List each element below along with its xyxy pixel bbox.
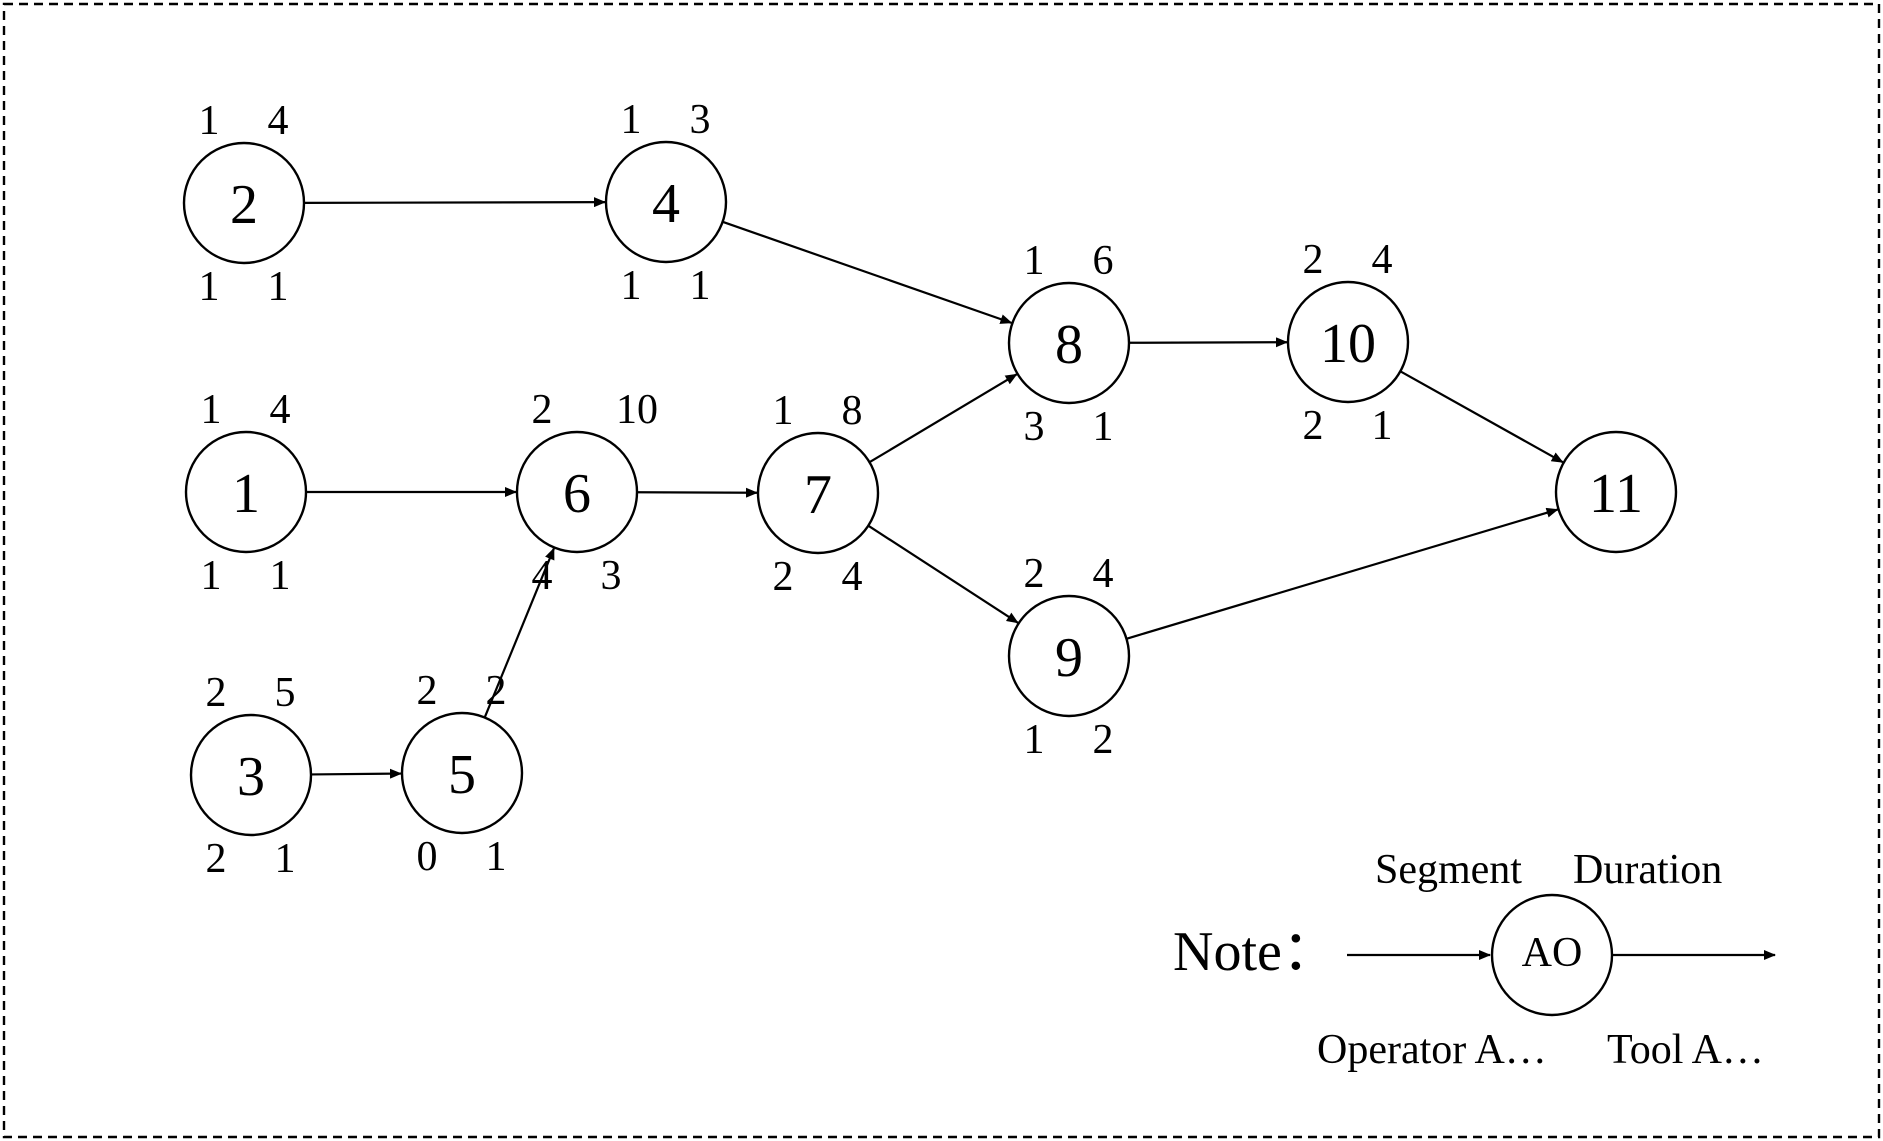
node-label: 9: [1055, 627, 1083, 689]
node-6-segment-value: 2: [532, 387, 553, 433]
node-circle: [604, 140, 728, 264]
edge-4-to-8: [722, 220, 1013, 324]
node-1-segment-value: 1: [201, 387, 222, 433]
legend-title: Note：: [1173, 921, 1338, 983]
node-2: 21 4 1 1: [182, 98, 306, 310]
node-8-operator-value: 3: [1024, 404, 1045, 450]
node-9-duration-value: 4: [1093, 551, 1114, 597]
node-1-operator-value: 1: [201, 553, 222, 599]
node-10-duration-value: 4: [1372, 237, 1393, 283]
edge-9-to-11: [1126, 507, 1559, 640]
node-5-duration-value: 2: [486, 668, 507, 714]
node-3-duration-value: 5: [275, 670, 296, 716]
edge-10-to-11: [1399, 370, 1564, 464]
node-10: 10 2 4 2 1: [1286, 237, 1410, 449]
node-5: 52 2 0 1: [400, 668, 524, 880]
node-label: 11: [1589, 463, 1643, 525]
edge-7-to-9: [867, 524, 1019, 624]
node-5-operator-value: 0: [417, 834, 438, 880]
node-label: 4: [652, 173, 680, 235]
node-label: 10: [1320, 313, 1376, 375]
legend-operator-label: Operator A…: [1317, 1027, 1547, 1073]
node-4: 41 3 1 1: [604, 97, 728, 309]
node-7-operator-value: 2: [773, 554, 794, 600]
node-circle: [1007, 594, 1131, 718]
node-2-duration-value: 4: [268, 98, 289, 144]
node-circle: [189, 713, 313, 837]
node-4-operator-value: 1: [621, 263, 642, 309]
node-1-duration-value: 4: [270, 387, 291, 433]
node-circle: [1554, 430, 1678, 554]
edge-8-to-10: [1128, 337, 1289, 348]
node-4-duration-value: 3: [690, 97, 711, 143]
legend-node-label: AO: [1522, 930, 1583, 976]
node-circle: [184, 430, 308, 554]
node-10-tool-value: 1: [1372, 403, 1393, 449]
node-5-segment-value: 2: [417, 668, 438, 714]
node-9: 92 4 1 2: [1007, 551, 1131, 763]
node-2-tool-value: 1: [268, 264, 289, 310]
node-label: 3: [237, 746, 265, 808]
node-3-tool-value: 1: [275, 836, 296, 882]
edge-3-to-5: [310, 768, 403, 779]
node-7-tool-value: 4: [842, 554, 863, 600]
node-6-duration-value: 10: [616, 387, 658, 433]
node-9-segment-value: 2: [1024, 551, 1045, 597]
node-7-segment-value: 1: [773, 388, 794, 434]
edges: [303, 197, 1564, 779]
node-3-operator-value: 2: [206, 836, 227, 882]
node-label: 5: [448, 744, 476, 806]
node-8-tool-value: 1: [1093, 404, 1114, 450]
node-circle: [1007, 281, 1131, 405]
node-4-tool-value: 1: [690, 263, 711, 309]
edge-2-to-4: [303, 197, 607, 208]
node-label: 7: [804, 464, 832, 526]
node-circle: [515, 430, 639, 554]
legend-segment-label: Segment: [1375, 847, 1522, 893]
node-8-duration-value: 6: [1093, 238, 1114, 284]
node-4-segment-value: 1: [621, 97, 642, 143]
node-6-operator-value: 4: [532, 553, 553, 599]
legend-tool-label: Tool A…: [1607, 1027, 1764, 1073]
node-label: 1: [232, 463, 260, 525]
node-circle: [400, 711, 524, 835]
node-2-operator-value: 1: [199, 264, 220, 310]
legend: Note： AO Segment Duration Operator A… To…: [1173, 847, 1776, 1073]
node-7: 71 8 2 4: [756, 388, 880, 600]
node-3-segment-value: 2: [206, 670, 227, 716]
node-circle: [182, 141, 306, 265]
node-8: 81 6 3 1: [1007, 238, 1131, 450]
edge-7-to-8: [868, 373, 1018, 464]
node-10-segment-value: 2: [1303, 237, 1324, 283]
node-label: 2: [230, 174, 258, 236]
node-10-operator-value: 2: [1303, 403, 1324, 449]
node-8-segment-value: 1: [1024, 238, 1045, 284]
node-11: 11: [1554, 430, 1678, 554]
node-3: 32 5 2 1: [189, 670, 313, 882]
node-5-tool-value: 1: [486, 834, 507, 880]
edge-5-to-6: [483, 547, 555, 718]
node-label: 6: [563, 463, 591, 525]
node-circle: [756, 431, 880, 555]
legend-duration-label: Duration: [1573, 847, 1722, 893]
node-label: 8: [1055, 314, 1083, 376]
node-circle: [1286, 280, 1410, 404]
node-2-segment-value: 1: [199, 98, 220, 144]
node-6: 62 10 4 3: [515, 387, 658, 599]
node-6-tool-value: 3: [601, 553, 622, 599]
node-9-operator-value: 1: [1024, 717, 1045, 763]
node-7-duration-value: 8: [842, 388, 863, 434]
node-9-tool-value: 2: [1093, 717, 1114, 763]
node-1-tool-value: 1: [270, 553, 291, 599]
